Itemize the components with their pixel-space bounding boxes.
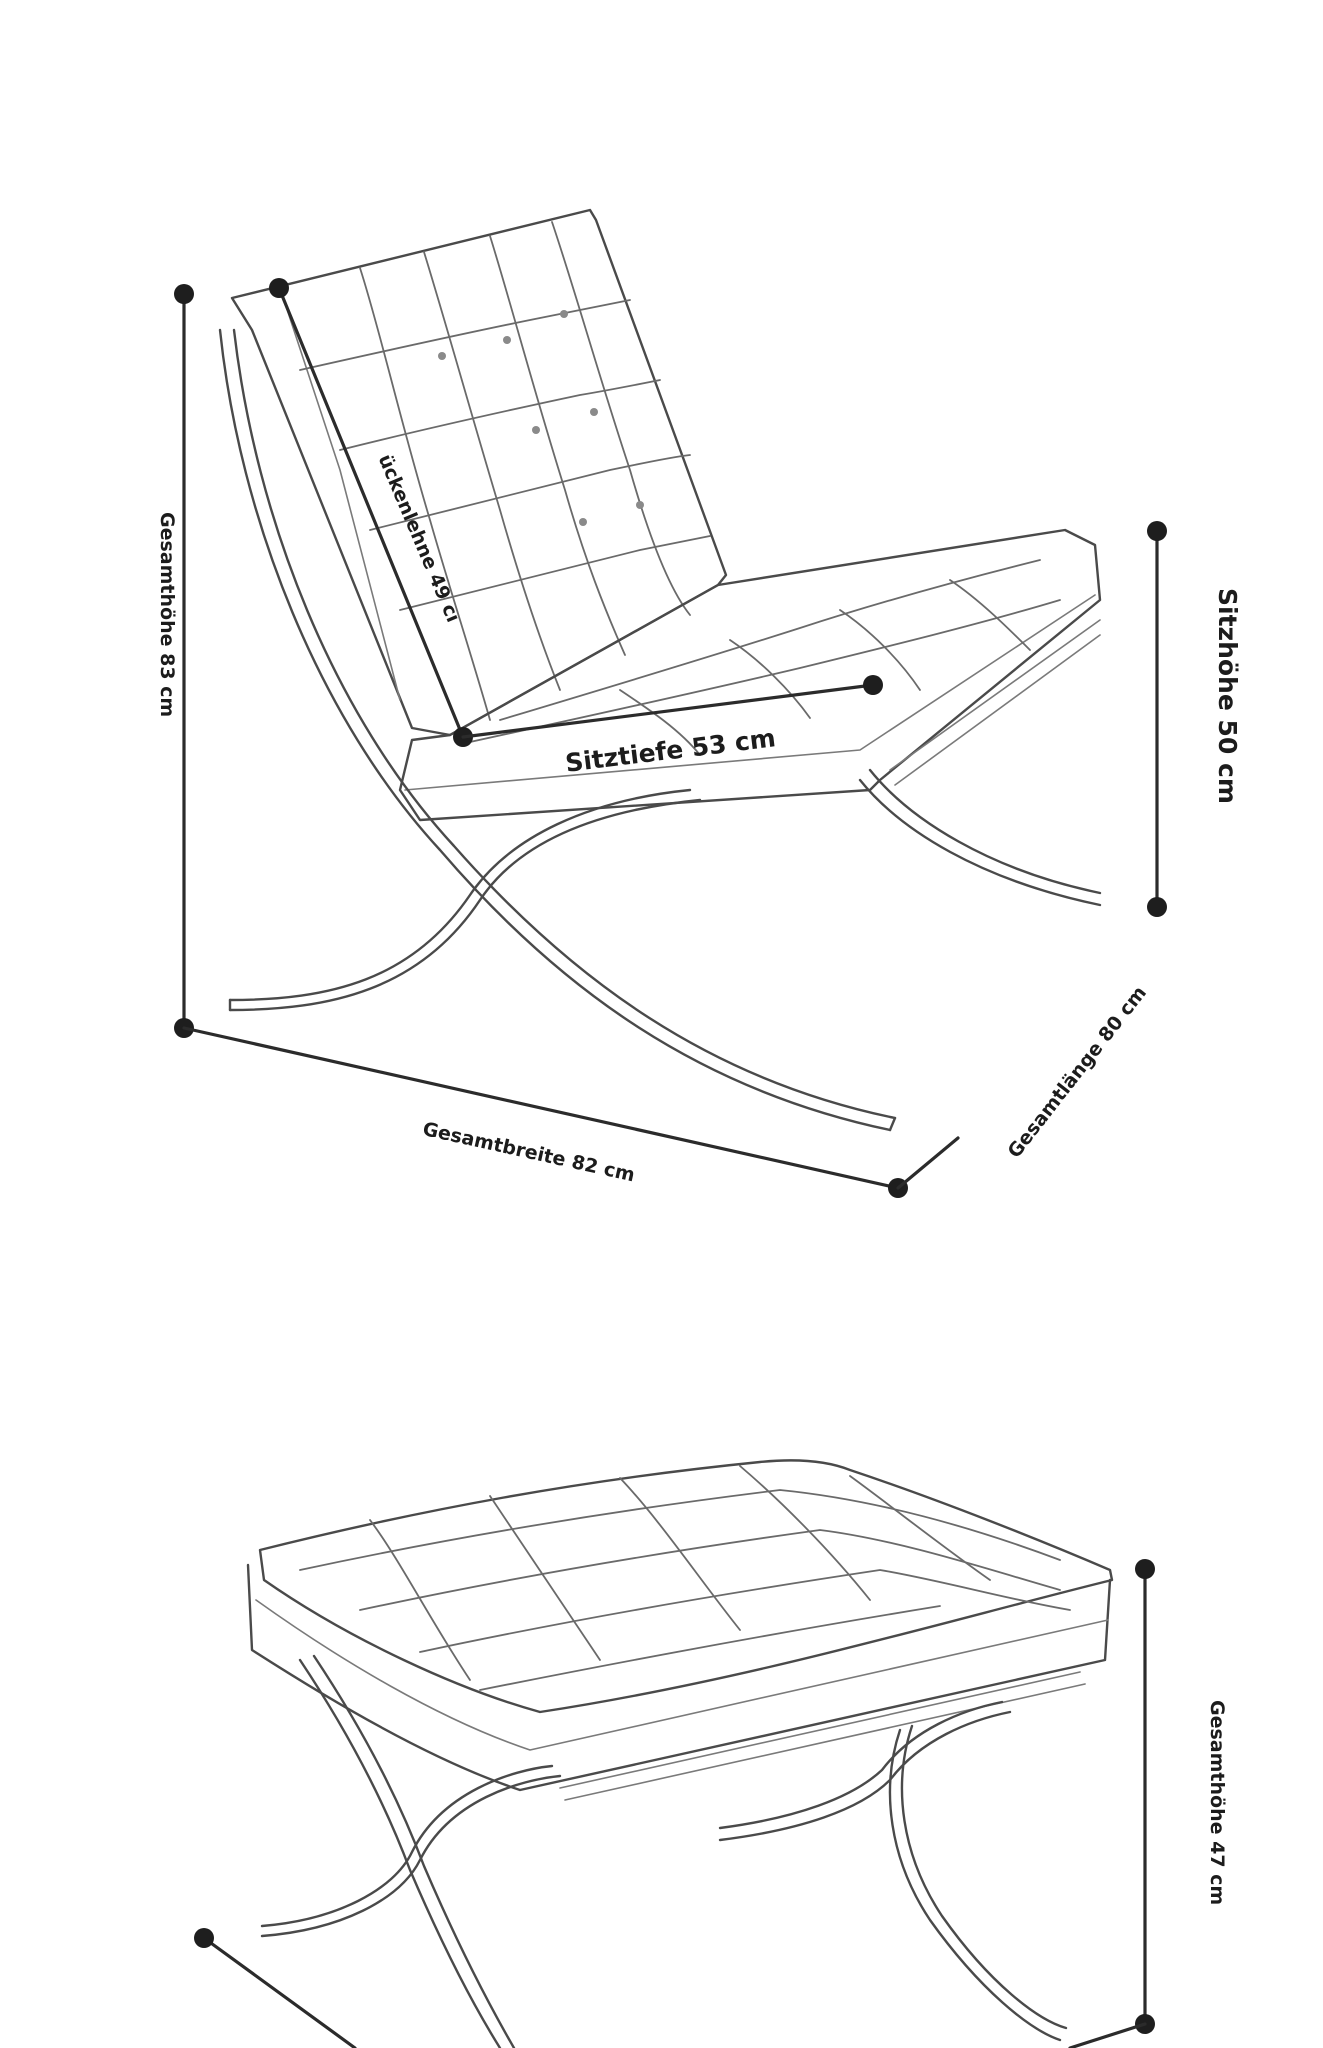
chair-frame — [218, 328, 1102, 1132]
chair-width-line — [182, 1026, 900, 1190]
chair-height-top-dot — [174, 284, 194, 304]
chair-backrest-outline — [230, 208, 728, 737]
ottoman-height-top-dot — [1135, 1559, 1155, 1579]
ottoman-frame — [260, 1654, 1068, 2048]
ottoman-width-start-dot — [194, 1928, 214, 1948]
ottoman-width-line — [202, 1936, 357, 2048]
chair-length-line — [896, 1136, 960, 1190]
chair-backrest-top-dot — [269, 278, 289, 298]
chair-seat-tufting — [469, 559, 1061, 756]
chair-dimension-lines — [174, 278, 1167, 1198]
chair-seat-height-label: Sitzhöhe 50 cm — [1213, 588, 1242, 804]
chair-seat-straps — [889, 619, 1101, 786]
ottoman-tufting — [299, 1465, 1071, 1691]
chair-backrest-buttons — [438, 310, 644, 526]
ottoman-cushion-edge — [255, 1599, 1109, 1751]
chair-total-height-label: Gesamthöhe 83 cm — [156, 512, 178, 718]
ottoman-cushion-side — [246, 1563, 1112, 1792]
chair-seat-outline — [398, 528, 1102, 822]
chair-seat-height-top-dot — [1147, 521, 1167, 541]
chair-backrest-tufting — [299, 221, 711, 721]
chair-seat-front-edge — [404, 594, 1096, 791]
ottoman-dimension-lines — [194, 1559, 1155, 2048]
ottoman-total-height-label: Gesamthöhe 47 cm — [1206, 1700, 1228, 1906]
chair-backrest-edge — [279, 287, 401, 701]
chair-illustration — [218, 208, 1102, 1132]
ottoman-straps — [559, 1671, 1086, 1801]
chair-seat-depth-end-dot — [863, 675, 883, 695]
chair-seat-depth-line — [461, 683, 875, 739]
ottoman-cushion-top — [258, 1459, 1114, 1714]
ottoman-illustration — [246, 1459, 1114, 2048]
chair-seat-height-bottom-dot — [1147, 897, 1167, 917]
ottoman-length-line — [1068, 2022, 1147, 2048]
chair-backrest-line — [277, 286, 465, 739]
